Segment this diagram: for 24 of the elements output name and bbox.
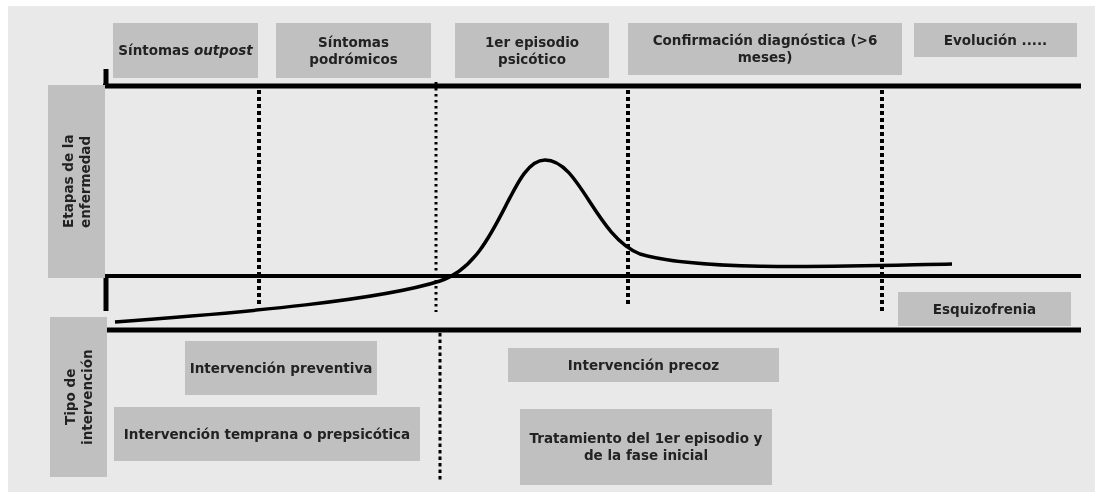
label-box [185, 341, 377, 395]
label-box [276, 23, 431, 78]
label-box [520, 409, 772, 485]
label-box [508, 348, 779, 382]
row-header-box [50, 317, 107, 477]
label-text: Síntomas outpost [118, 42, 253, 59]
label-box [113, 23, 258, 78]
row-header-text: Etapas de la enfermedad [59, 133, 94, 231]
label-box [628, 23, 902, 75]
row-header-box [48, 85, 105, 278]
label-text: Confirmación diagnóstica (>6 meses) [651, 32, 879, 66]
label-text: Intervención precoz [567, 356, 720, 374]
label-text: Tratamiento del 1er episodio y de la fase inicial [528, 430, 764, 464]
label-text: Intervención preventiva [189, 359, 373, 377]
label-text: Intervención temprana o prepsicótica [123, 425, 411, 443]
label-box [455, 23, 609, 78]
row-header-text: Tipo de intervención [61, 348, 96, 447]
label-box [914, 23, 1077, 57]
label-text: Esquizofrenia [932, 300, 1037, 318]
label-box [898, 292, 1071, 326]
label-text: 1er episodio psicótico [483, 33, 581, 68]
label-text: Evolución ..... [943, 31, 1048, 49]
label-text: Síntomas podrómicos [308, 33, 399, 68]
label-box [114, 407, 420, 461]
